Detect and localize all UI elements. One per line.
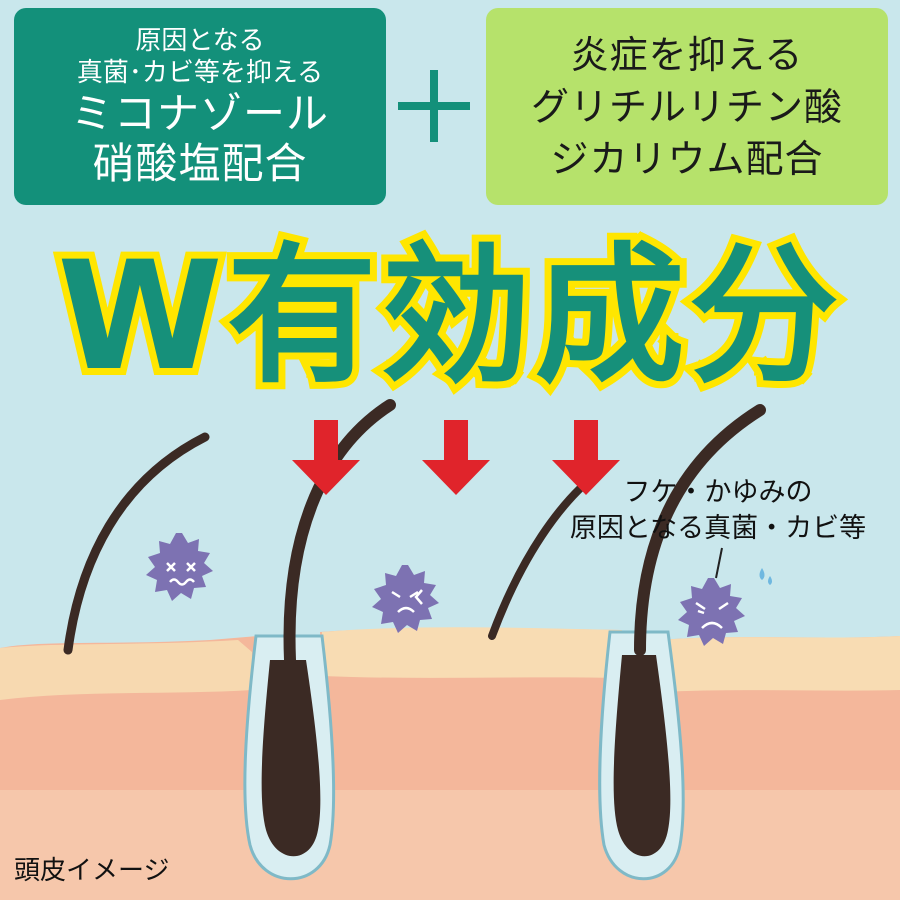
skin-lower-band <box>0 790 900 900</box>
left-box-line-4: 硝酸塩配合 <box>92 138 308 188</box>
headline-title: W有効成分 <box>50 223 845 411</box>
right-box-line-1: 炎症を抑える <box>570 32 804 77</box>
skin-block-right-top <box>660 636 900 692</box>
left-box-line-2: 真菌･カビ等を抑える <box>76 57 324 88</box>
hair-bulb-right <box>613 655 671 857</box>
skin-block-middle-top <box>322 627 622 678</box>
left-box-line-1: 原因となる <box>135 25 265 56</box>
scalp-caption: 頭皮イメージ <box>14 856 170 886</box>
glycyrrhizinate-info-box: 炎症を抑える グリチルリチン酸 ジカリウム配合 <box>486 8 888 205</box>
plus-icon <box>396 68 476 148</box>
hair-bulb-left <box>261 660 321 857</box>
fungus-icon-2 <box>372 565 439 633</box>
right-box-line-2: グリチルリチン酸 <box>530 84 843 129</box>
hair-strand-2 <box>283 399 396 666</box>
miconazole-info-box: 原因となる 真菌･カビ等を抑える ミコナゾール 硝酸塩配合 <box>14 8 386 205</box>
fungus-icon-3 <box>678 568 772 646</box>
down-arrow-icon-2 <box>422 420 490 495</box>
left-box-line-3: ミコナゾール <box>70 88 329 138</box>
down-arrow-icon-3 <box>552 420 620 495</box>
down-arrow-icon-1 <box>292 420 360 495</box>
right-box-line-3: ジカリウム配合 <box>550 136 824 181</box>
callout-leader <box>715 547 723 579</box>
fungus-icon-1 <box>146 533 213 601</box>
hair-strand-1 <box>63 432 210 655</box>
fungus-callout: フケ・かゆみの 原因となる真菌・カビ等 <box>548 475 888 547</box>
callout-line-1: フケ・かゆみの <box>623 477 813 508</box>
callout-line-2: 原因となる真菌・カビ等 <box>569 513 867 544</box>
skin-band-top <box>0 640 252 700</box>
hair-strand-4 <box>634 404 766 656</box>
